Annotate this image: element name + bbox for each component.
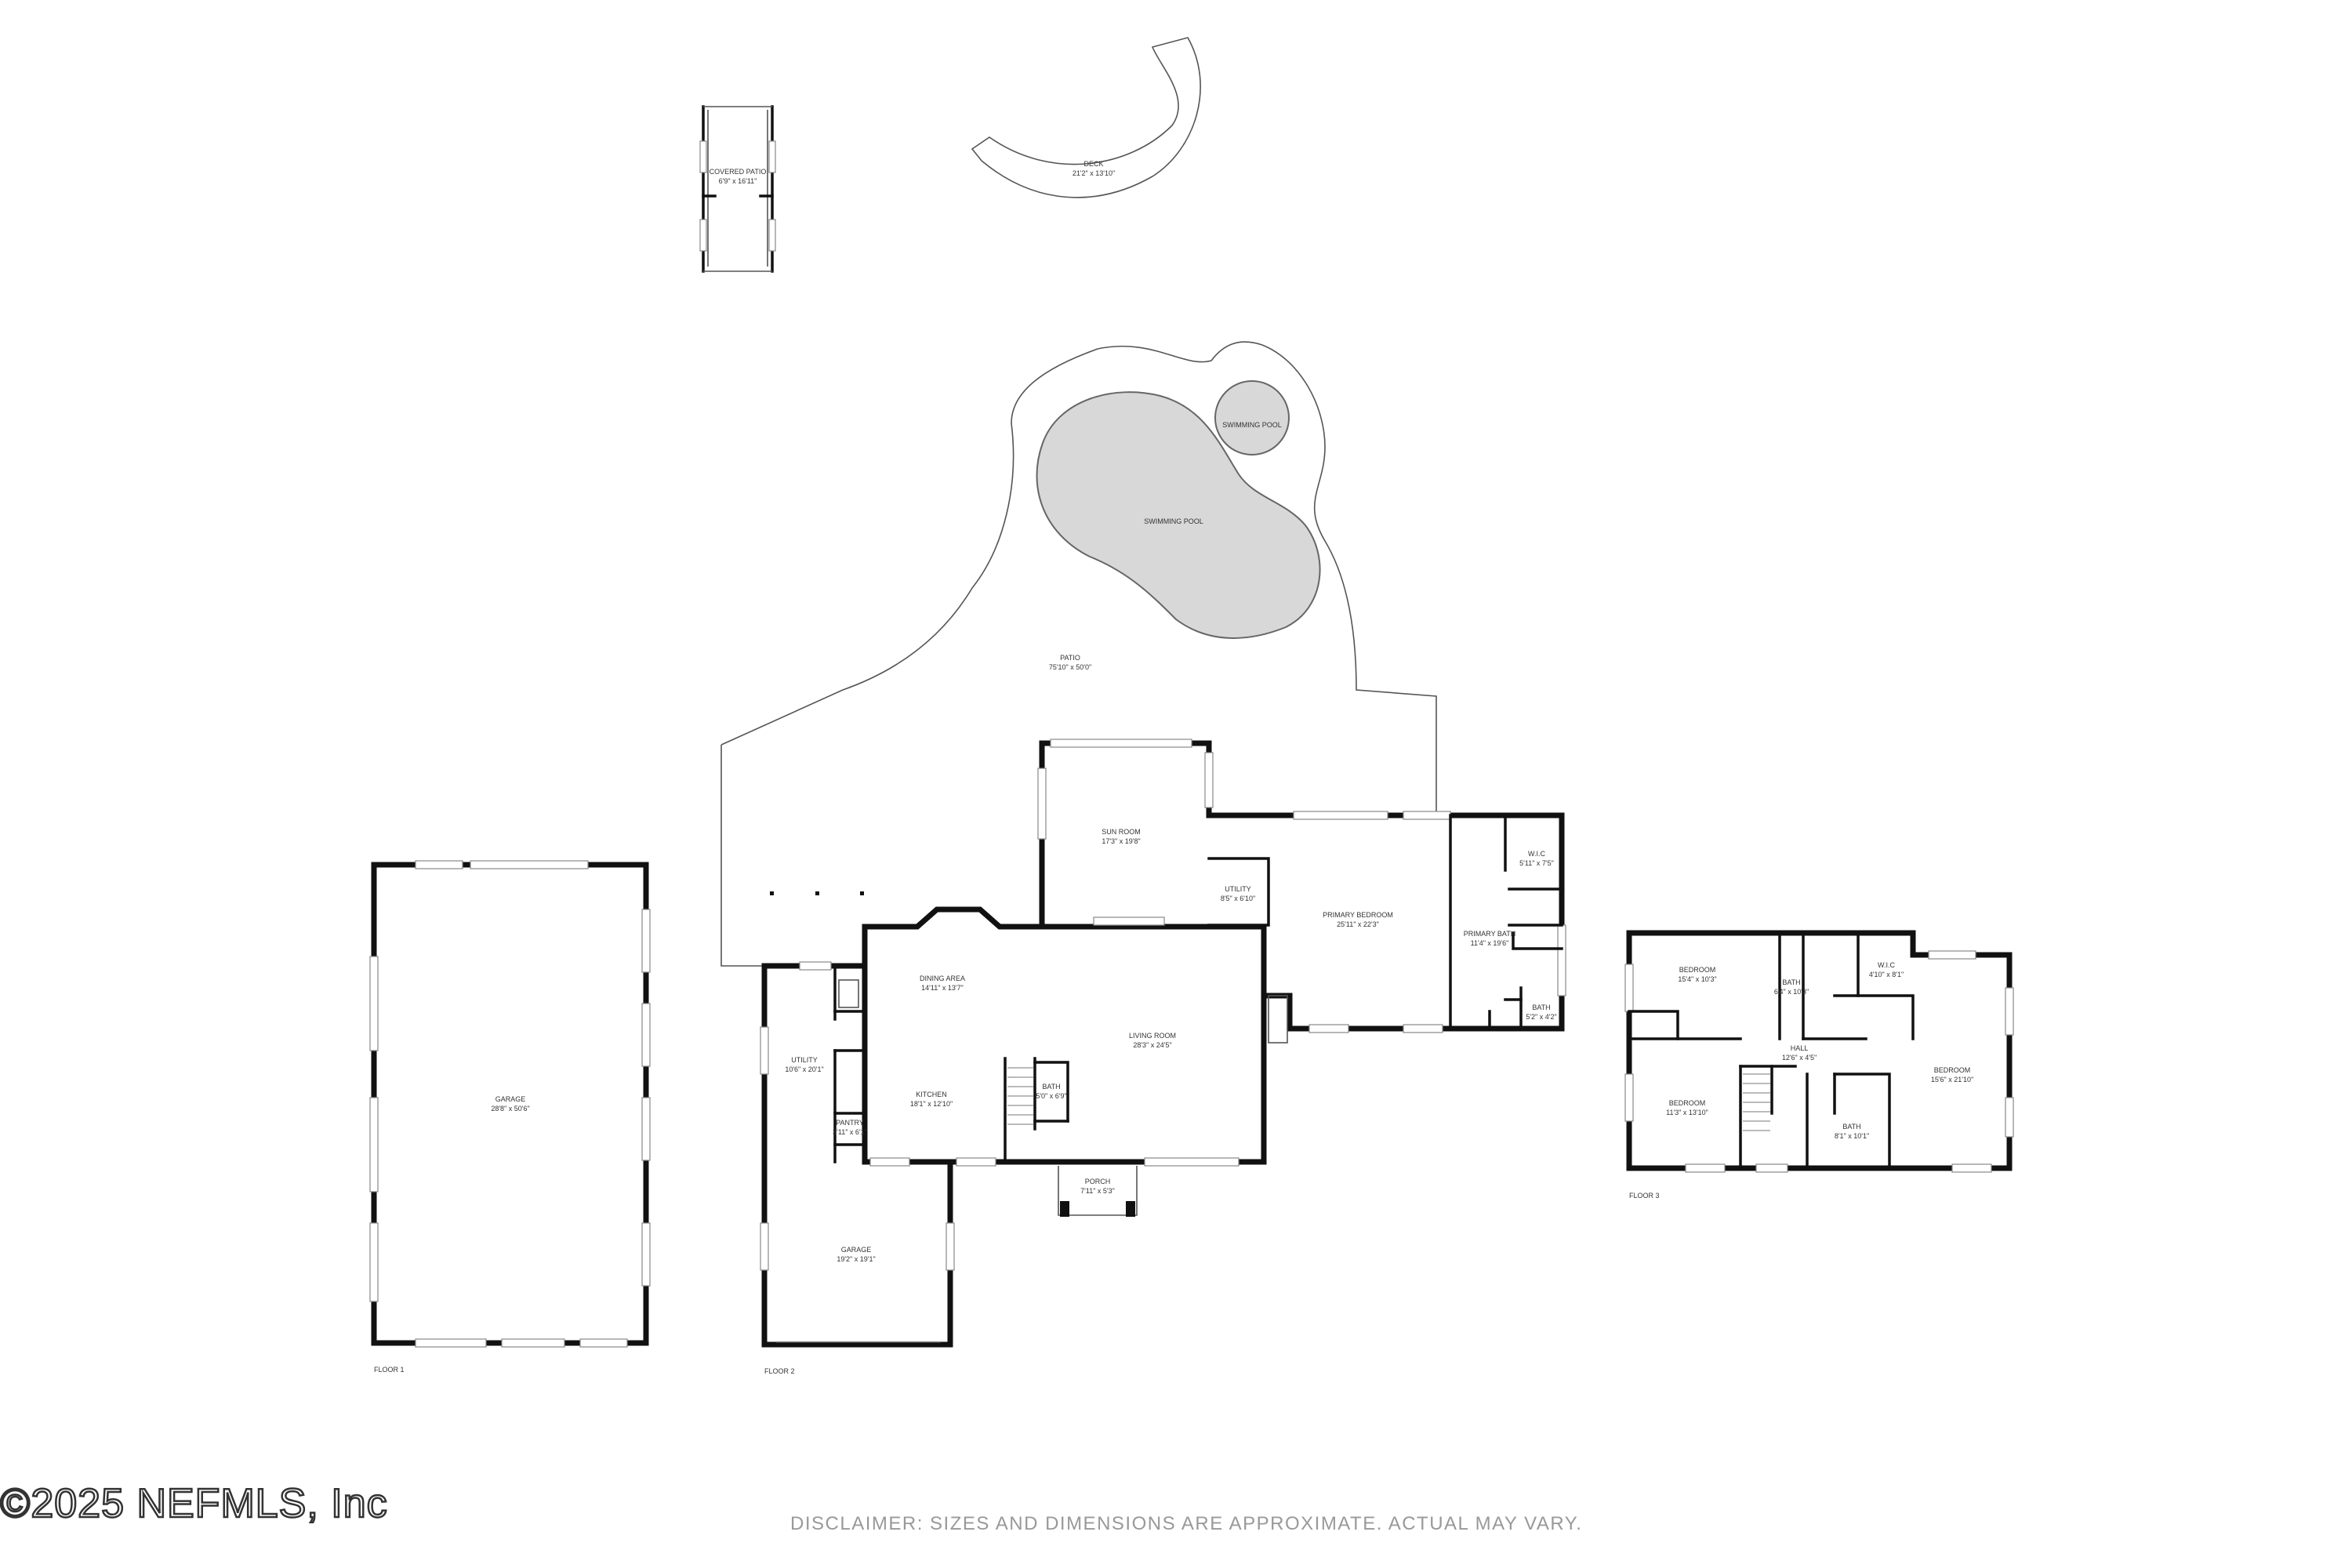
label-kitchen: KITCHEN 18'1" x 12'10" <box>910 1091 953 1108</box>
svg-text:11'3" x 13'10": 11'3" x 13'10" <box>1666 1109 1708 1116</box>
svg-text:5'2" x 4'2": 5'2" x 4'2" <box>1526 1013 1556 1021</box>
deck-area <box>971 37 1201 198</box>
label-living-room: LIVING ROOM 28'3" x 24'5" <box>1129 1032 1176 1049</box>
label-primary-bath: PRIMARY BATH 11'4" x 19'6" <box>1464 930 1516 947</box>
svg-text:17'3" x 19'8": 17'3" x 19'8" <box>1102 837 1140 845</box>
svg-text:HALL: HALL <box>1791 1044 1809 1052</box>
svg-text:BEDROOM: BEDROOM <box>1669 1099 1706 1107</box>
svg-text:SWIMMING POOL: SWIMMING POOL <box>1144 517 1203 525</box>
covered-patio-area <box>699 105 776 273</box>
svg-text:LIVING ROOM: LIVING ROOM <box>1129 1032 1176 1040</box>
label-primary-bedroom: PRIMARY BEDROOM 25'11" x 22'3" <box>1323 911 1393 928</box>
svg-text:BATH: BATH <box>1042 1083 1060 1091</box>
svg-text:GARAGE: GARAGE <box>841 1246 872 1254</box>
svg-text:4'10" x 8'1": 4'10" x 8'1" <box>1869 971 1904 978</box>
svg-text:25'11" x 22'3": 25'11" x 22'3" <box>1337 920 1379 928</box>
svg-text:3'11" x 6'1": 3'11" x 6'1" <box>833 1128 867 1136</box>
svg-text:DINING AREA: DINING AREA <box>920 975 965 982</box>
svg-text:PRIMARY BATH: PRIMARY BATH <box>1464 930 1516 938</box>
svg-text:GARAGE: GARAGE <box>495 1095 526 1103</box>
svg-text:PORCH: PORCH <box>1085 1178 1111 1185</box>
floor-3-label: FLOOR 3 <box>1629 1192 1660 1200</box>
svg-text:15'4" x 10'3": 15'4" x 10'3" <box>1678 975 1716 983</box>
third-floor <box>1624 930 2014 1173</box>
copyright-watermark: ©2025 NEFMLS, Inc <box>0 1480 388 1528</box>
svg-text:DECK: DECK <box>1083 160 1103 168</box>
label-dining-area: DINING AREA 14'11" x 13'7" <box>920 975 965 992</box>
detached-garage <box>369 860 651 1348</box>
svg-text:75'10" x 50'0": 75'10" x 50'0" <box>1049 663 1091 671</box>
svg-text:KITCHEN: KITCHEN <box>916 1091 947 1098</box>
label-garage-attached: GARAGE 19'2" x 19'1" <box>837 1246 875 1263</box>
label-garage-detached: GARAGE 28'8" x 50'6" <box>491 1095 529 1112</box>
svg-text:11'4" x 19'6": 11'4" x 19'6" <box>1471 939 1509 947</box>
main-house <box>760 739 1566 1348</box>
svg-text:W.I.C: W.I.C <box>1528 850 1545 858</box>
label-bedroom-f3-bl: BEDROOM 11'3" x 13'10" <box>1666 1099 1708 1116</box>
svg-text:PATIO: PATIO <box>1060 654 1080 662</box>
label-hall-f3: HALL 12'6" x 4'5" <box>1782 1044 1817 1062</box>
label-pantry: PANTRY 3'11" x 6'1" <box>833 1119 867 1136</box>
svg-text:5'11" x 7'5": 5'11" x 7'5" <box>1519 859 1554 867</box>
svg-text:21'2" x 13'10": 21'2" x 13'10" <box>1073 169 1115 177</box>
svg-text:12'6" x 4'5": 12'6" x 4'5" <box>1782 1054 1817 1062</box>
label-wic-f3: W.I.C 4'10" x 8'1" <box>1869 961 1904 978</box>
svg-text:W.I.C: W.I.C <box>1878 961 1895 969</box>
svg-text:COVERED PATIO: COVERED PATIO <box>710 168 767 176</box>
svg-text:6'9" x 16'11": 6'9" x 16'11" <box>719 177 757 185</box>
label-deck: DECK 21'2" x 13'10" <box>1073 160 1115 177</box>
label-wic-primary: W.I.C 5'11" x 7'5" <box>1519 850 1554 867</box>
label-swimming-pool: SWIMMING POOL <box>1144 517 1203 525</box>
swimming-pool-main <box>1036 391 1321 639</box>
svg-text:15'6" x 21'10": 15'6" x 21'10" <box>1931 1076 1973 1083</box>
label-bedroom-f3-tl: BEDROOM 15'4" x 10'3" <box>1678 966 1716 983</box>
svg-text:8'1" x 10'1": 8'1" x 10'1" <box>1835 1132 1869 1140</box>
label-covered-patio: COVERED PATIO 6'9" x 16'11" <box>710 168 767 185</box>
svg-text:19'2" x 19'1": 19'2" x 19'1" <box>837 1255 875 1263</box>
svg-text:7'11" x 5'3": 7'11" x 5'3" <box>1080 1187 1115 1195</box>
svg-text:BATH: BATH <box>1532 1004 1550 1011</box>
svg-text:BATH: BATH <box>1782 978 1800 986</box>
svg-text:BATH: BATH <box>1842 1123 1860 1131</box>
patio-area <box>720 341 1437 967</box>
label-sun-room: SUN ROOM 17'3" x 19'8" <box>1102 828 1141 845</box>
svg-text:14'11" x 13'7": 14'11" x 13'7" <box>921 984 964 992</box>
svg-text:6'4" x 10'3": 6'4" x 10'3" <box>1774 988 1809 996</box>
svg-text:28'8" x 50'6": 28'8" x 50'6" <box>491 1105 529 1112</box>
svg-text:18'1" x 12'10": 18'1" x 12'10" <box>910 1100 953 1108</box>
disclaimer-text: DISCLAIMER: SIZES AND DIMENSIONS ARE APP… <box>790 1513 1583 1534</box>
label-bath-primary-small: BATH 5'2" x 4'2" <box>1526 1004 1556 1021</box>
svg-text:UTILITY: UTILITY <box>1225 885 1251 893</box>
svg-text:BEDROOM: BEDROOM <box>1679 966 1716 974</box>
svg-text:8'5" x 6'10": 8'5" x 6'10" <box>1221 895 1255 902</box>
svg-text:PANTRY: PANTRY <box>836 1119 864 1127</box>
svg-text:BEDROOM: BEDROOM <box>1934 1066 1971 1074</box>
floor-2-label: FLOOR 2 <box>764 1367 795 1375</box>
svg-text:5'0" x 6'9": 5'0" x 6'9" <box>1036 1092 1066 1100</box>
label-porch: PORCH 7'11" x 5'3" <box>1080 1178 1115 1195</box>
svg-text:PRIMARY BEDROOM: PRIMARY BEDROOM <box>1323 911 1393 919</box>
label-bath-f3-top: BATH 6'4" x 10'3" <box>1774 978 1809 996</box>
label-utility-upper: UTILITY 8'5" x 6'10" <box>1221 885 1255 902</box>
svg-text:UTILITY: UTILITY <box>791 1056 818 1064</box>
label-patio: PATIO 75'10" x 50'0" <box>1049 654 1091 671</box>
label-utility-lower: UTILITY 10'6" x 20'1" <box>785 1056 823 1073</box>
label-bedroom-f3-right: BEDROOM 15'6" x 21'10" <box>1931 1066 1973 1083</box>
label-swimming-pool-small: SWIMMING POOL <box>1222 421 1282 429</box>
label-bath-half: BATH 5'0" x 6'9" <box>1036 1083 1066 1100</box>
svg-text:SUN ROOM: SUN ROOM <box>1102 828 1141 836</box>
svg-text:10'6" x 20'1": 10'6" x 20'1" <box>785 1065 823 1073</box>
svg-text:SWIMMING POOL: SWIMMING POOL <box>1222 421 1282 429</box>
svg-text:28'3" x 24'5": 28'3" x 24'5" <box>1133 1041 1171 1049</box>
floor-1-label: FLOOR 1 <box>374 1366 405 1374</box>
swimming-pool-small <box>1214 380 1290 456</box>
label-bath-f3-bottom: BATH 8'1" x 10'1" <box>1835 1123 1869 1140</box>
